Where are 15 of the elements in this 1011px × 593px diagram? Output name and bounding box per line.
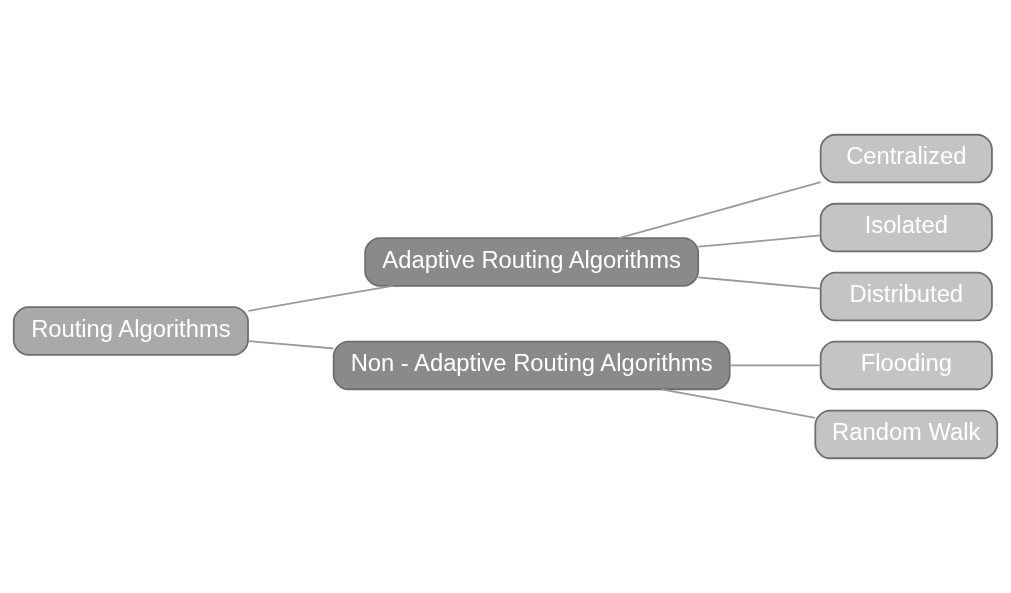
node-box: Adaptive Routing Algorithms [364, 237, 700, 287]
connector [697, 276, 822, 290]
node-box: Centralized [819, 133, 993, 184]
node-box: Routing Algorithms [12, 306, 249, 356]
node-box: Isolated [819, 202, 993, 253]
connector [617, 181, 822, 240]
node-box: Non - Adaptive Routing Algorithms [332, 340, 731, 391]
connector [247, 340, 335, 350]
node-box: Flooding [819, 340, 993, 391]
node-box: Random Walk [814, 409, 999, 460]
node-box: Distributed [819, 271, 993, 322]
connector [247, 284, 394, 312]
connector [729, 364, 822, 367]
connector [697, 234, 822, 248]
connector [660, 388, 817, 419]
